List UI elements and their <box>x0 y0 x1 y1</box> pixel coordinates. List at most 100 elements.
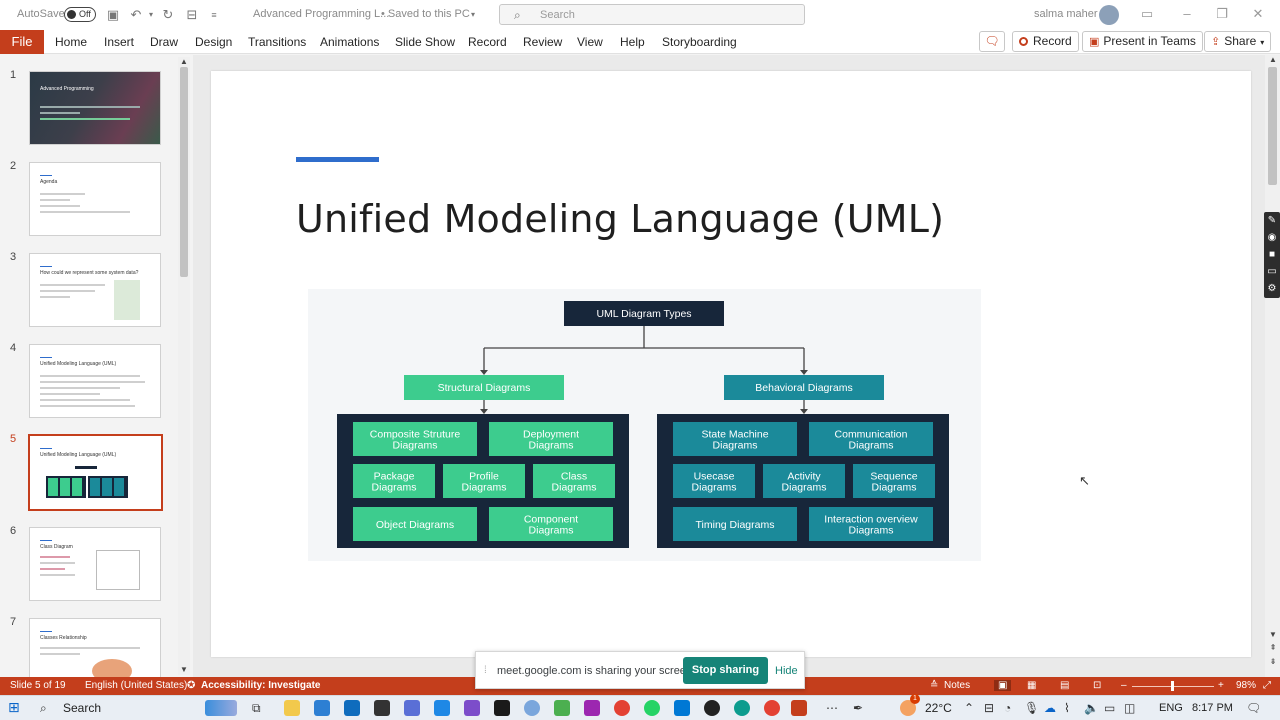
zoom-level[interactable]: 98% <box>1236 680 1257 691</box>
app-icon[interactable] <box>554 700 570 716</box>
wifi-icon[interactable]: ⌇ <box>1064 701 1070 715</box>
slide-sorter-icon[interactable]: ▦ <box>1027 680 1037 691</box>
window-icon[interactable]: ▭ <box>1267 266 1277 277</box>
slide-thumbnail-7[interactable]: Classes Relationship <box>29 618 161 677</box>
tab-animations[interactable]: Animations <box>320 35 380 49</box>
taskbar-search[interactable]: Search <box>63 701 102 715</box>
outlook-icon[interactable] <box>344 700 360 716</box>
undo-icon[interactable]: ↶ <box>130 7 142 22</box>
edge-icon[interactable] <box>734 700 750 716</box>
share-button[interactable]: ⇪Share▾ <box>1204 31 1272 52</box>
onedrive-icon[interactable]: ☁ <box>1044 701 1056 715</box>
scroll-up-icon[interactable]: ▲ <box>1269 55 1277 64</box>
tray-icon[interactable]: ◫ <box>1124 701 1136 715</box>
volume-icon[interactable]: 🔈 <box>1084 701 1099 715</box>
search-box[interactable]: ⌕ Search <box>499 4 805 25</box>
next-slide-icon[interactable]: ⇟ <box>1269 657 1277 666</box>
slide[interactable]: Unified Modeling Language (UML) UML Diag… <box>211 71 1251 657</box>
video-icon[interactable]: ■ <box>1268 249 1276 260</box>
reading-view-icon[interactable]: ▤ <box>1060 680 1070 691</box>
slide-thumbnail-2[interactable]: Agenda <box>29 162 161 236</box>
microphone-icon[interactable]: 🎙 <box>1024 701 1040 715</box>
terminal-icon[interactable] <box>494 700 510 716</box>
search-highlight-icon[interactable] <box>205 700 237 716</box>
tab-insert[interactable]: Insert <box>104 35 135 49</box>
uml-diagram-image[interactable]: UML Diagram Types Structural Diagrams Be… <box>308 289 981 561</box>
title-dropdown-icon[interactable]: ▾ <box>470 10 475 19</box>
more-apps-icon[interactable]: ⋯ <box>826 701 838 715</box>
record-button[interactable]: Record <box>1012 31 1079 52</box>
tab-design[interactable]: Design <box>195 35 233 49</box>
notification-center-icon[interactable]: 🗨 <box>1246 701 1262 715</box>
tab-slide-show[interactable]: Slide Show <box>395 35 456 49</box>
scrollbar-thumb[interactable] <box>1268 67 1277 185</box>
clock[interactable]: 8:17 PM <box>1192 702 1233 714</box>
powerpoint-icon[interactable] <box>791 700 807 716</box>
avatar[interactable] <box>1099 5 1119 25</box>
tab-view[interactable]: View <box>577 35 603 49</box>
tab-transitions[interactable]: Transitions <box>248 35 307 49</box>
comments-button[interactable]: 🗨 <box>979 31 1005 52</box>
slide-thumbnail-3[interactable]: How could we represent some system data? <box>29 253 161 327</box>
file-explorer-icon[interactable] <box>284 700 300 716</box>
input-language[interactable]: ENG <box>1159 702 1183 714</box>
weather-icon[interactable] <box>900 700 916 716</box>
r-icon[interactable] <box>524 700 540 716</box>
scroll-down-icon[interactable]: ▼ <box>1269 630 1277 639</box>
weather-temperature[interactable]: 22°C <box>925 701 952 715</box>
slideshow-icon[interactable]: ⊡ <box>1093 680 1102 691</box>
zoom-in-icon[interactable]: + <box>1218 680 1224 691</box>
chevron-up-icon[interactable]: ⌃ <box>964 701 975 715</box>
previous-slide-icon[interactable]: ⇞ <box>1269 643 1277 652</box>
tab-record[interactable]: Record <box>468 35 507 49</box>
tab-review[interactable]: Review <box>523 35 563 49</box>
network-icon[interactable]: ◔ <box>1004 701 1012 715</box>
teams-icon[interactable] <box>404 700 420 716</box>
close-icon[interactable]: ✕ <box>1252 6 1264 21</box>
fit-slide-icon[interactable]: ⤢ <box>1263 680 1271 691</box>
stop-sharing-button[interactable]: Stop sharing <box>683 657 768 684</box>
minimize-icon[interactable]: – <box>1183 6 1191 21</box>
slack-icon[interactable] <box>584 700 600 716</box>
pen-icon[interactable]: ✒ <box>853 701 864 715</box>
autosave-toggle[interactable]: Off <box>64 7 96 22</box>
notes-button[interactable]: Notes <box>944 680 971 691</box>
tab-draw[interactable]: Draw <box>150 35 179 49</box>
windows-start-icon[interactable]: ⊞ <box>8 699 20 715</box>
accessibility-status[interactable]: Accessibility: Investigate <box>201 680 321 691</box>
save-icon[interactable]: ▣ <box>106 7 120 22</box>
task-view-icon[interactable]: ⧉ <box>252 701 261 715</box>
maximize-icon[interactable]: ❐ <box>1216 6 1228 21</box>
slide-title[interactable]: Unified Modeling Language (UML) <box>296 197 945 241</box>
scroll-down-icon[interactable]: ▼ <box>180 665 188 674</box>
tab-file[interactable]: File <box>0 30 44 54</box>
slide-thumbnail-1[interactable]: Advanced Programming <box>29 71 161 145</box>
zoom-out-icon[interactable]: – <box>1121 680 1127 691</box>
app-icon[interactable] <box>674 700 690 716</box>
battery-icon[interactable]: ▭ <box>1104 701 1116 715</box>
tray-icon[interactable]: ⊟ <box>984 701 995 715</box>
camera-icon[interactable]: ◉ <box>1267 232 1277 243</box>
ribbon-display-icon[interactable]: ▭ <box>1140 6 1154 21</box>
slide-scrollbar[interactable]: ▲ ▼ ⇞ ⇟ <box>1265 55 1280 677</box>
normal-view-icon[interactable]: ▣ <box>994 680 1012 691</box>
vscode-icon[interactable] <box>434 700 450 716</box>
scroll-up-icon[interactable]: ▲ <box>180 57 188 66</box>
scrollbar-thumb[interactable] <box>180 67 188 277</box>
redo-icon[interactable]: ↻ <box>162 7 174 22</box>
document-title[interactable]: Advanced Programming L... <box>253 8 390 20</box>
chrome-icon[interactable] <box>764 700 780 716</box>
thumbnail-scrollbar[interactable]: ▲ ▼ <box>178 57 190 675</box>
drag-handle-icon[interactable]: ⁞ <box>484 665 487 676</box>
visual-studio-icon[interactable] <box>464 700 480 716</box>
tab-home[interactable]: Home <box>55 35 88 49</box>
customize-toolbar-icon[interactable]: ≡ <box>211 10 217 20</box>
chrome-icon[interactable] <box>614 700 630 716</box>
whatsapp-icon[interactable] <box>644 700 660 716</box>
slide-thumbnail-4[interactable]: Unified Modeling Language (UML) <box>29 344 161 418</box>
hide-button[interactable]: Hide <box>775 665 798 677</box>
tab-storyboarding[interactable]: Storyboarding <box>662 35 737 49</box>
gear-icon[interactable]: ⚙ <box>1267 283 1277 294</box>
present-icon[interactable]: ⊟ <box>186 7 198 22</box>
tab-help[interactable]: Help <box>620 35 645 49</box>
